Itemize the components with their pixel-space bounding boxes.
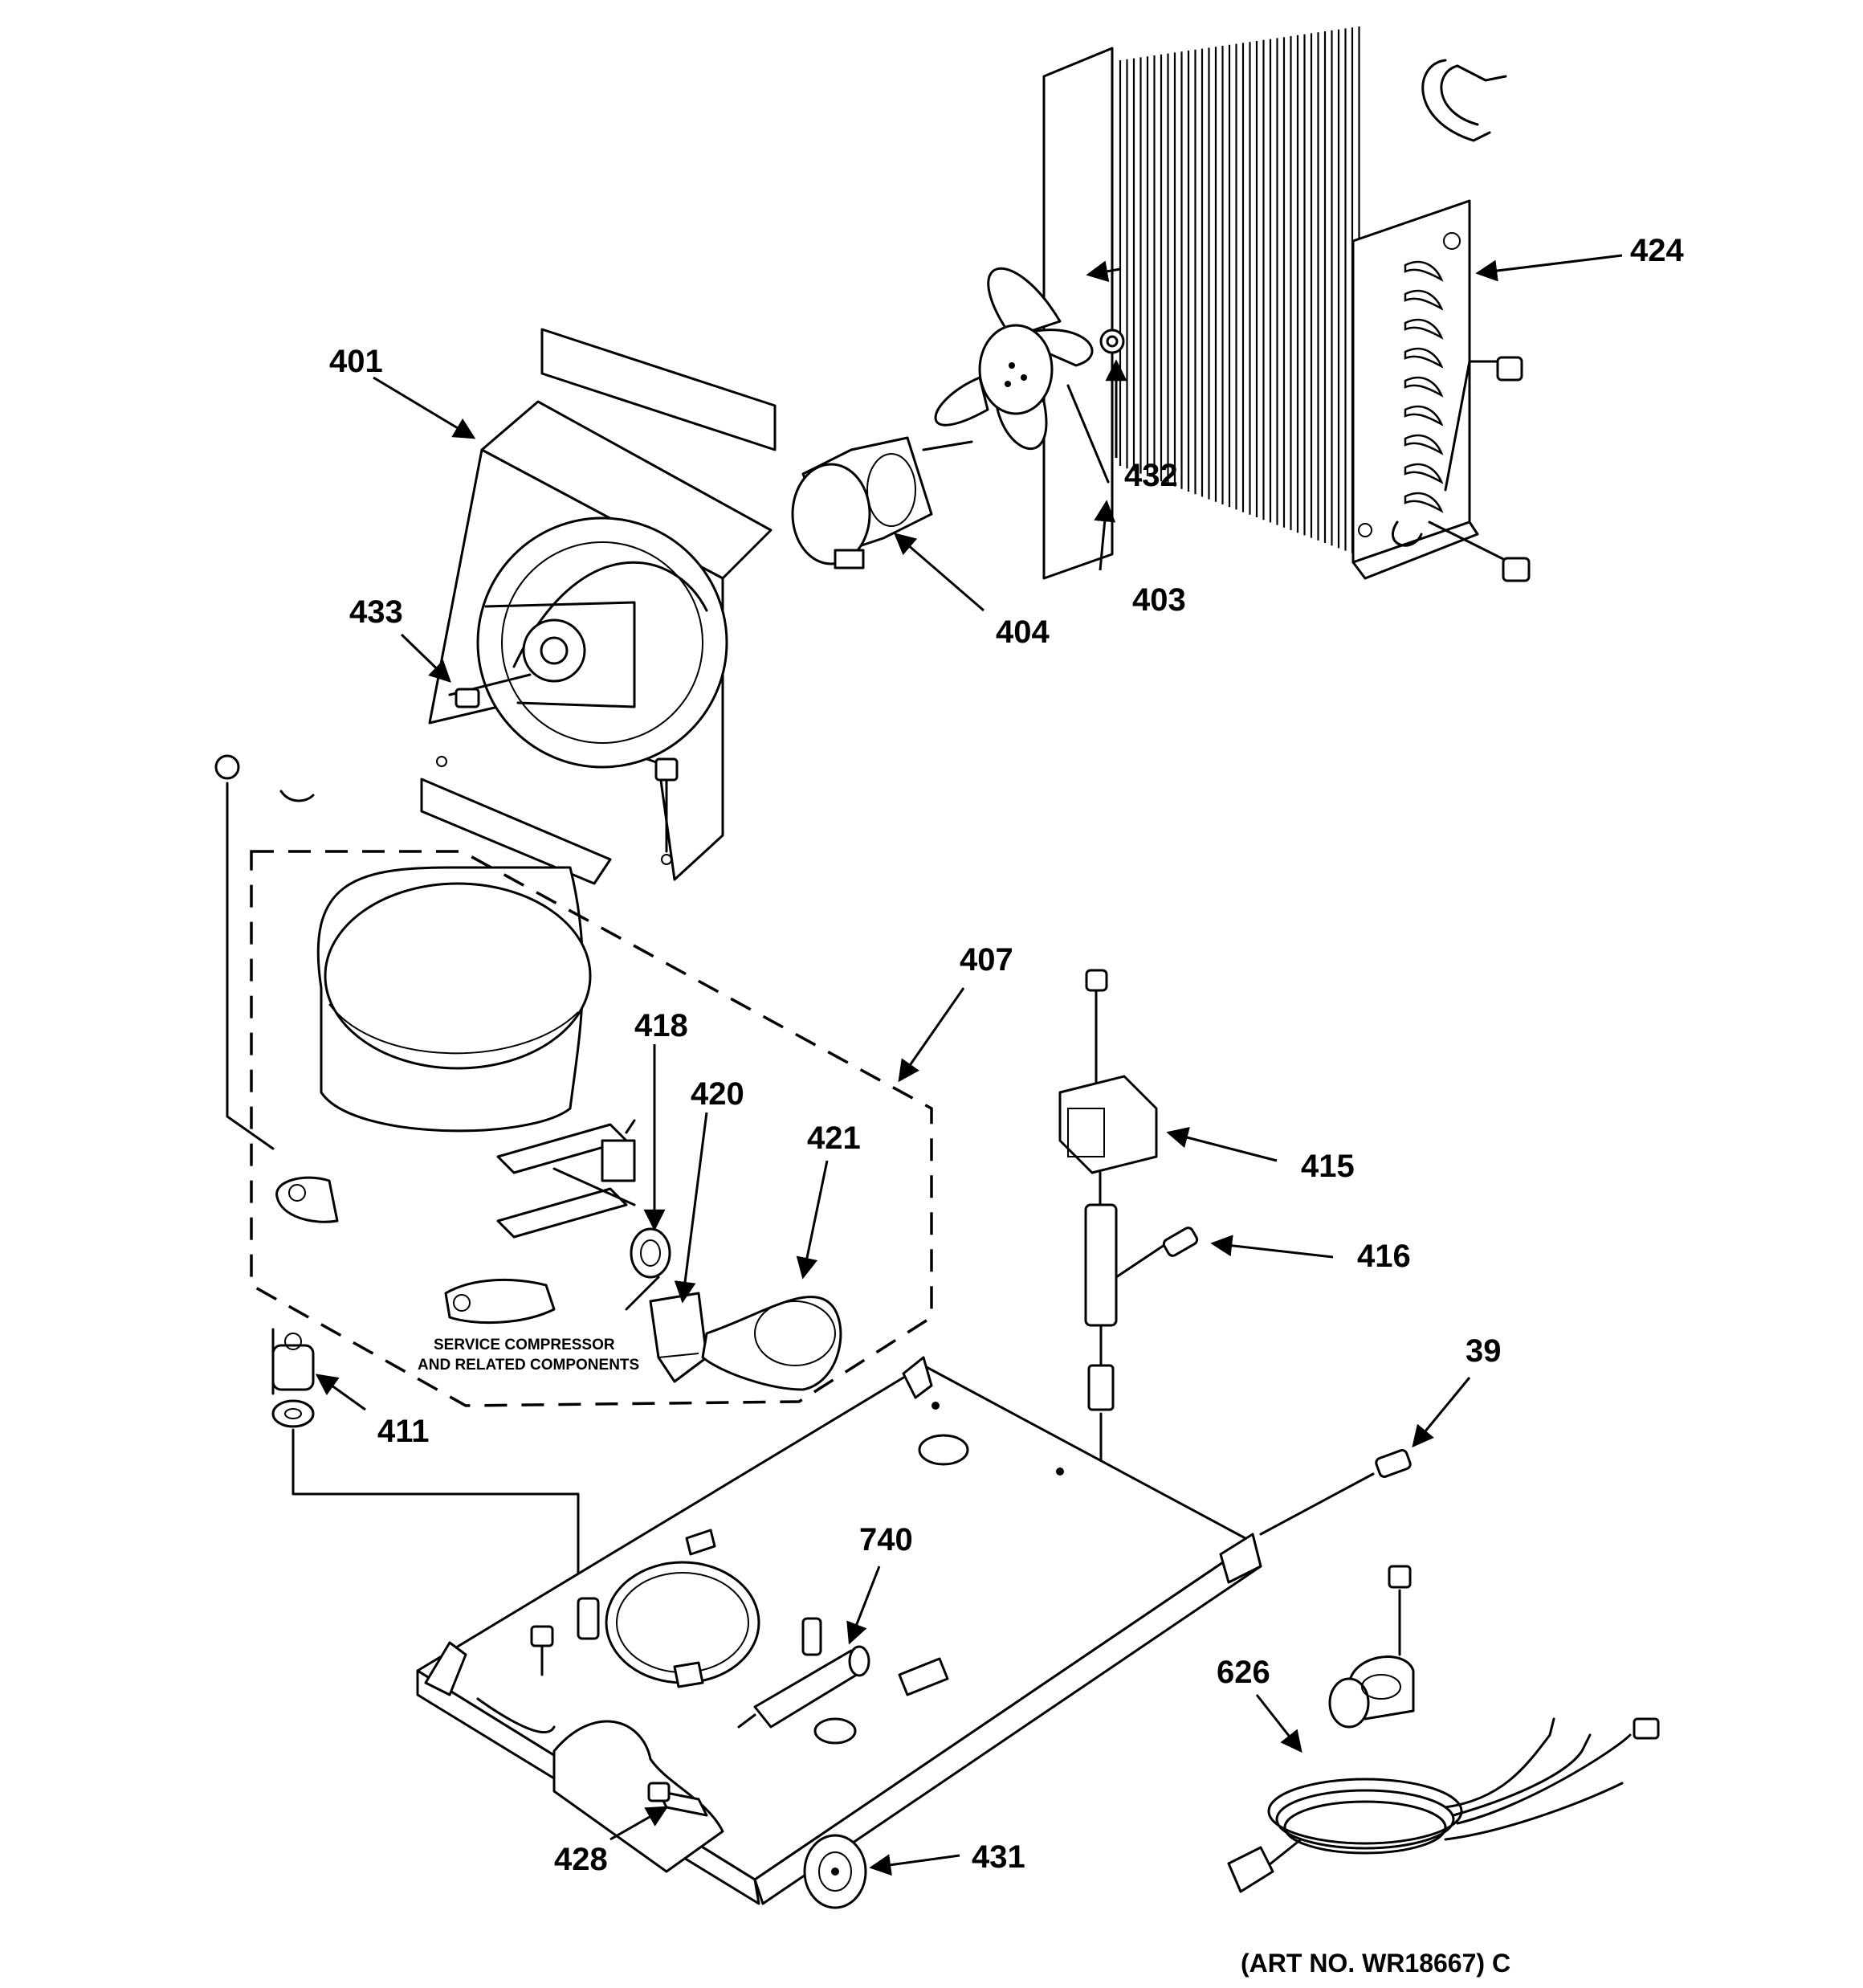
service-note-line2: AND RELATED COMPONENTS [418,1357,639,1374]
callout-403: 403 [1132,582,1186,618]
callout-420: 420 [691,1076,744,1112]
callout-415: 415 [1301,1149,1355,1184]
callout-424: 424 [1630,233,1684,268]
compressor-drawing [214,754,842,1600]
condenser-fins [1119,27,1360,556]
callout-416: 416 [1357,1239,1411,1274]
callout-407: 407 [960,942,1013,978]
callout-428: 428 [554,1842,608,1877]
callout-626: 626 [1217,1655,1270,1690]
service-kit-outline [250,850,933,1407]
callout-401: 401 [329,344,383,379]
callout-418: 418 [634,1008,688,1043]
fan-motor-drawing [791,436,973,569]
condenser-drawing [1042,27,1531,582]
art-number: (ART NO. WR18667) C [1241,1949,1510,1978]
callout-404: 404 [996,614,1050,650]
callout-39: 39 [1466,1333,1502,1369]
callout-411: 411 [377,1414,430,1449]
callout-740: 740 [859,1522,913,1557]
callout-421: 421 [807,1121,861,1156]
fan-shroud-drawing [420,328,777,885]
leader-lines [315,254,1623,1876]
callout-433: 433 [349,594,403,630]
base-pan-drawing [416,1356,1262,1909]
callout-431: 431 [972,1839,1025,1875]
fan-blade-drawing [934,267,1125,484]
solenoid-drier-drawing [1042,969,1199,1552]
service-note-line1: SERVICE COMPRESSOR [434,1337,615,1353]
callout-432: 432 [1124,458,1178,493]
cord-drawing [1227,1449,1660,1893]
